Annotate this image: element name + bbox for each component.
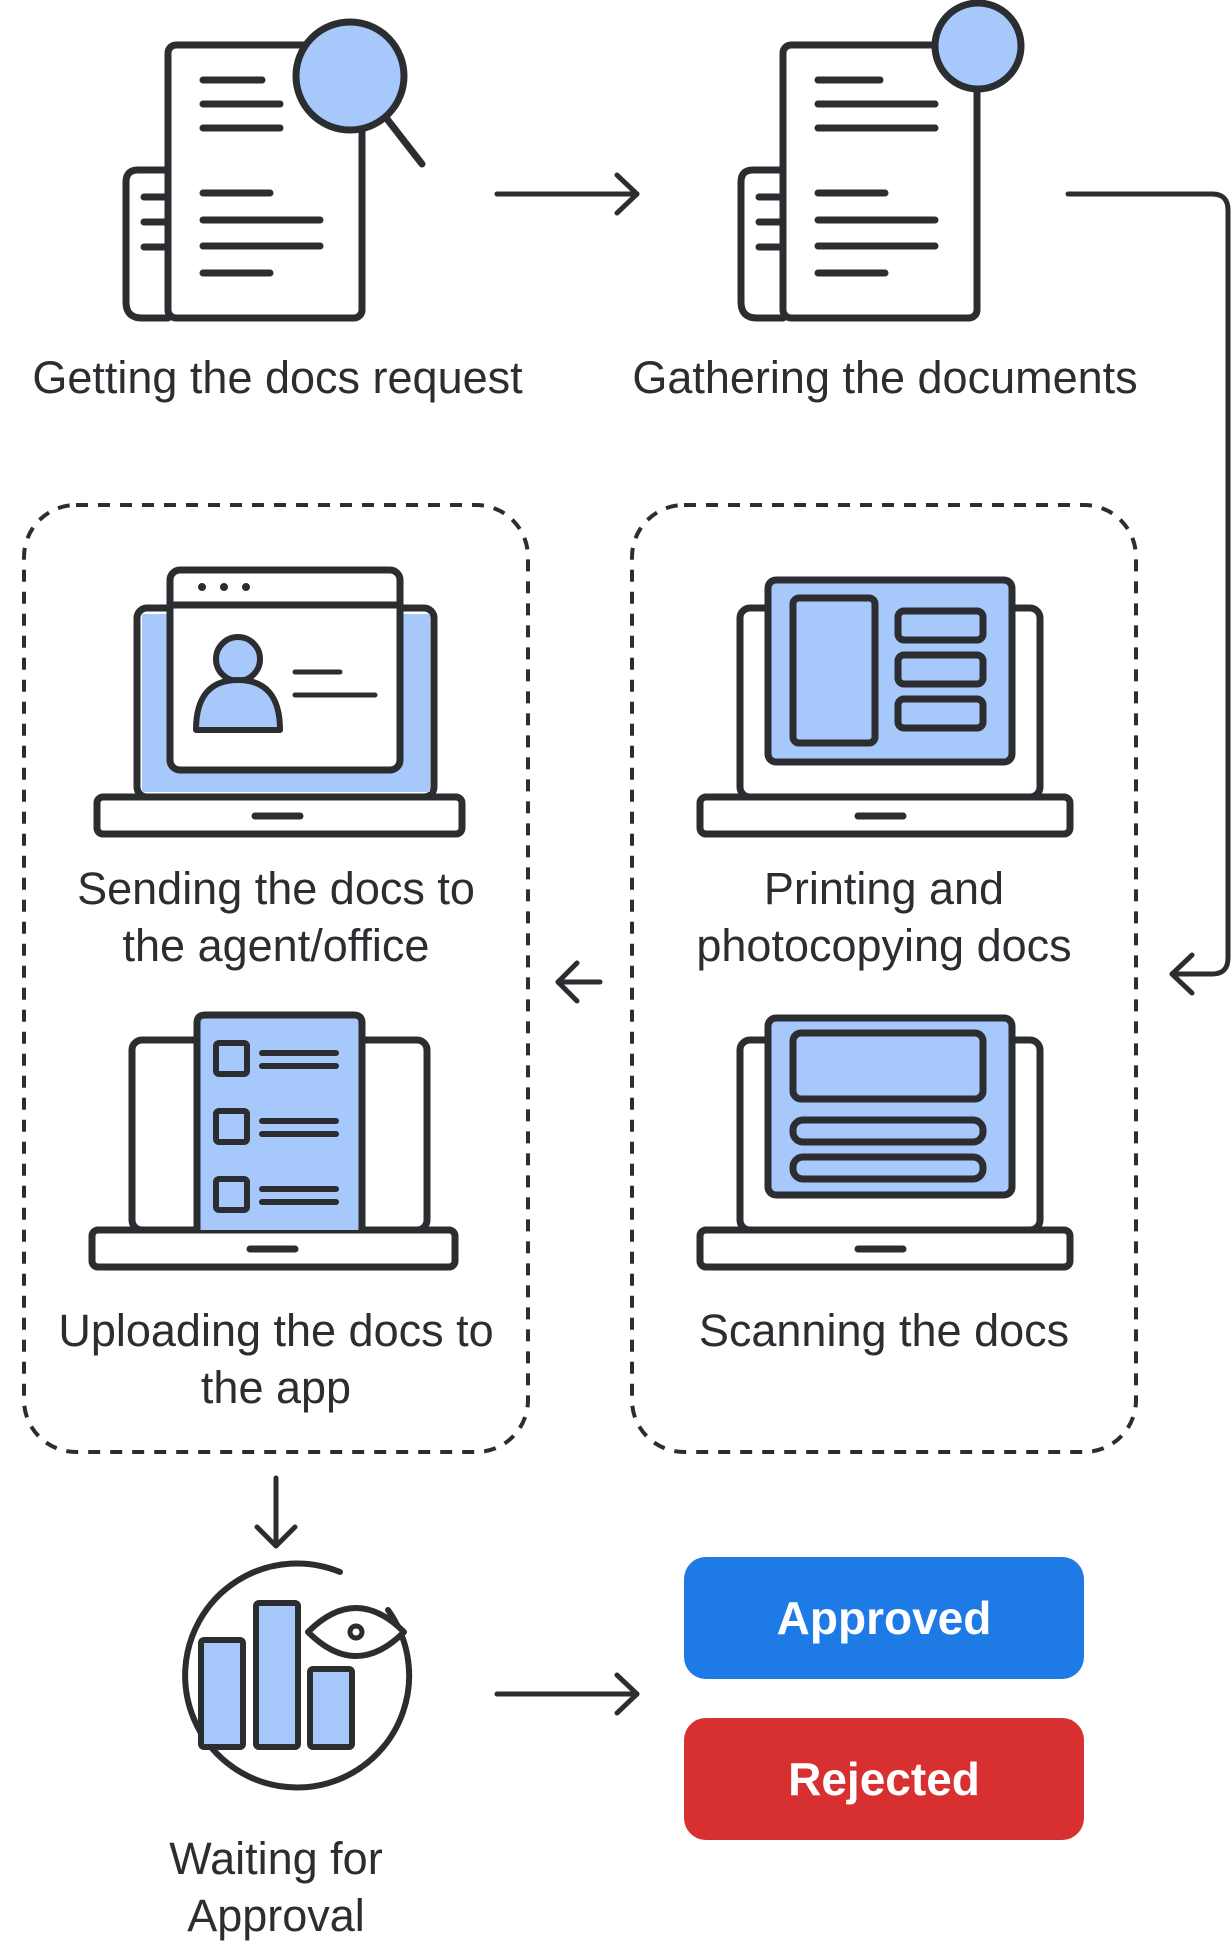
step-label-printing-line1: Printing and (763, 863, 1005, 914)
arrow-left (555, 960, 603, 1004)
step-label-uploading-line1: Uploading the docs to (58, 1305, 494, 1356)
step-label-waiting-line1: Waiting for (169, 1833, 383, 1884)
step-label-scanning: Scanning the docs (698, 1305, 1070, 1356)
step-label-printing: Printing and photocopying docs (632, 860, 1136, 974)
arrow-down (254, 1475, 298, 1549)
document-search-icon (122, 18, 426, 322)
laptop-layout-icon (696, 576, 1074, 838)
step-label-uploading-line2: the app (200, 1362, 352, 1413)
step-label-sending-docs-line2: the agent/office (122, 920, 430, 971)
left-group-panel (22, 503, 530, 1454)
step-label-gathering-documents: Gathering the documents (632, 352, 1138, 403)
arrow-right-2 (494, 1672, 640, 1716)
laptop-scan-icon (696, 1014, 1074, 1271)
step-label-printing-line2: photocopying docs (696, 920, 1072, 971)
laptop-checklist-icon (88, 1011, 459, 1271)
step-label-waiting-line2: Approval (187, 1890, 365, 1941)
step-label-waiting: Waiting for Approval (24, 1830, 528, 1944)
laptop-profile-icon (93, 566, 466, 838)
step-label-sending-docs-line1: Sending the docs to (77, 863, 475, 914)
approved-badge: Approved (684, 1557, 1084, 1679)
document-notification-icon (737, 0, 1025, 322)
step-label-sending-docs: Sending the docs to the agent/office (24, 860, 528, 974)
chart-eye-icon (182, 1560, 413, 1791)
rejected-badge: Rejected (684, 1718, 1084, 1840)
right-group-panel (630, 503, 1138, 1454)
step-label-getting-request: Getting the docs request (32, 352, 523, 403)
connector-arrow (1065, 191, 1231, 996)
arrow-right-1 (494, 172, 640, 216)
step-label-uploading: Uploading the docs to the app (24, 1302, 528, 1416)
